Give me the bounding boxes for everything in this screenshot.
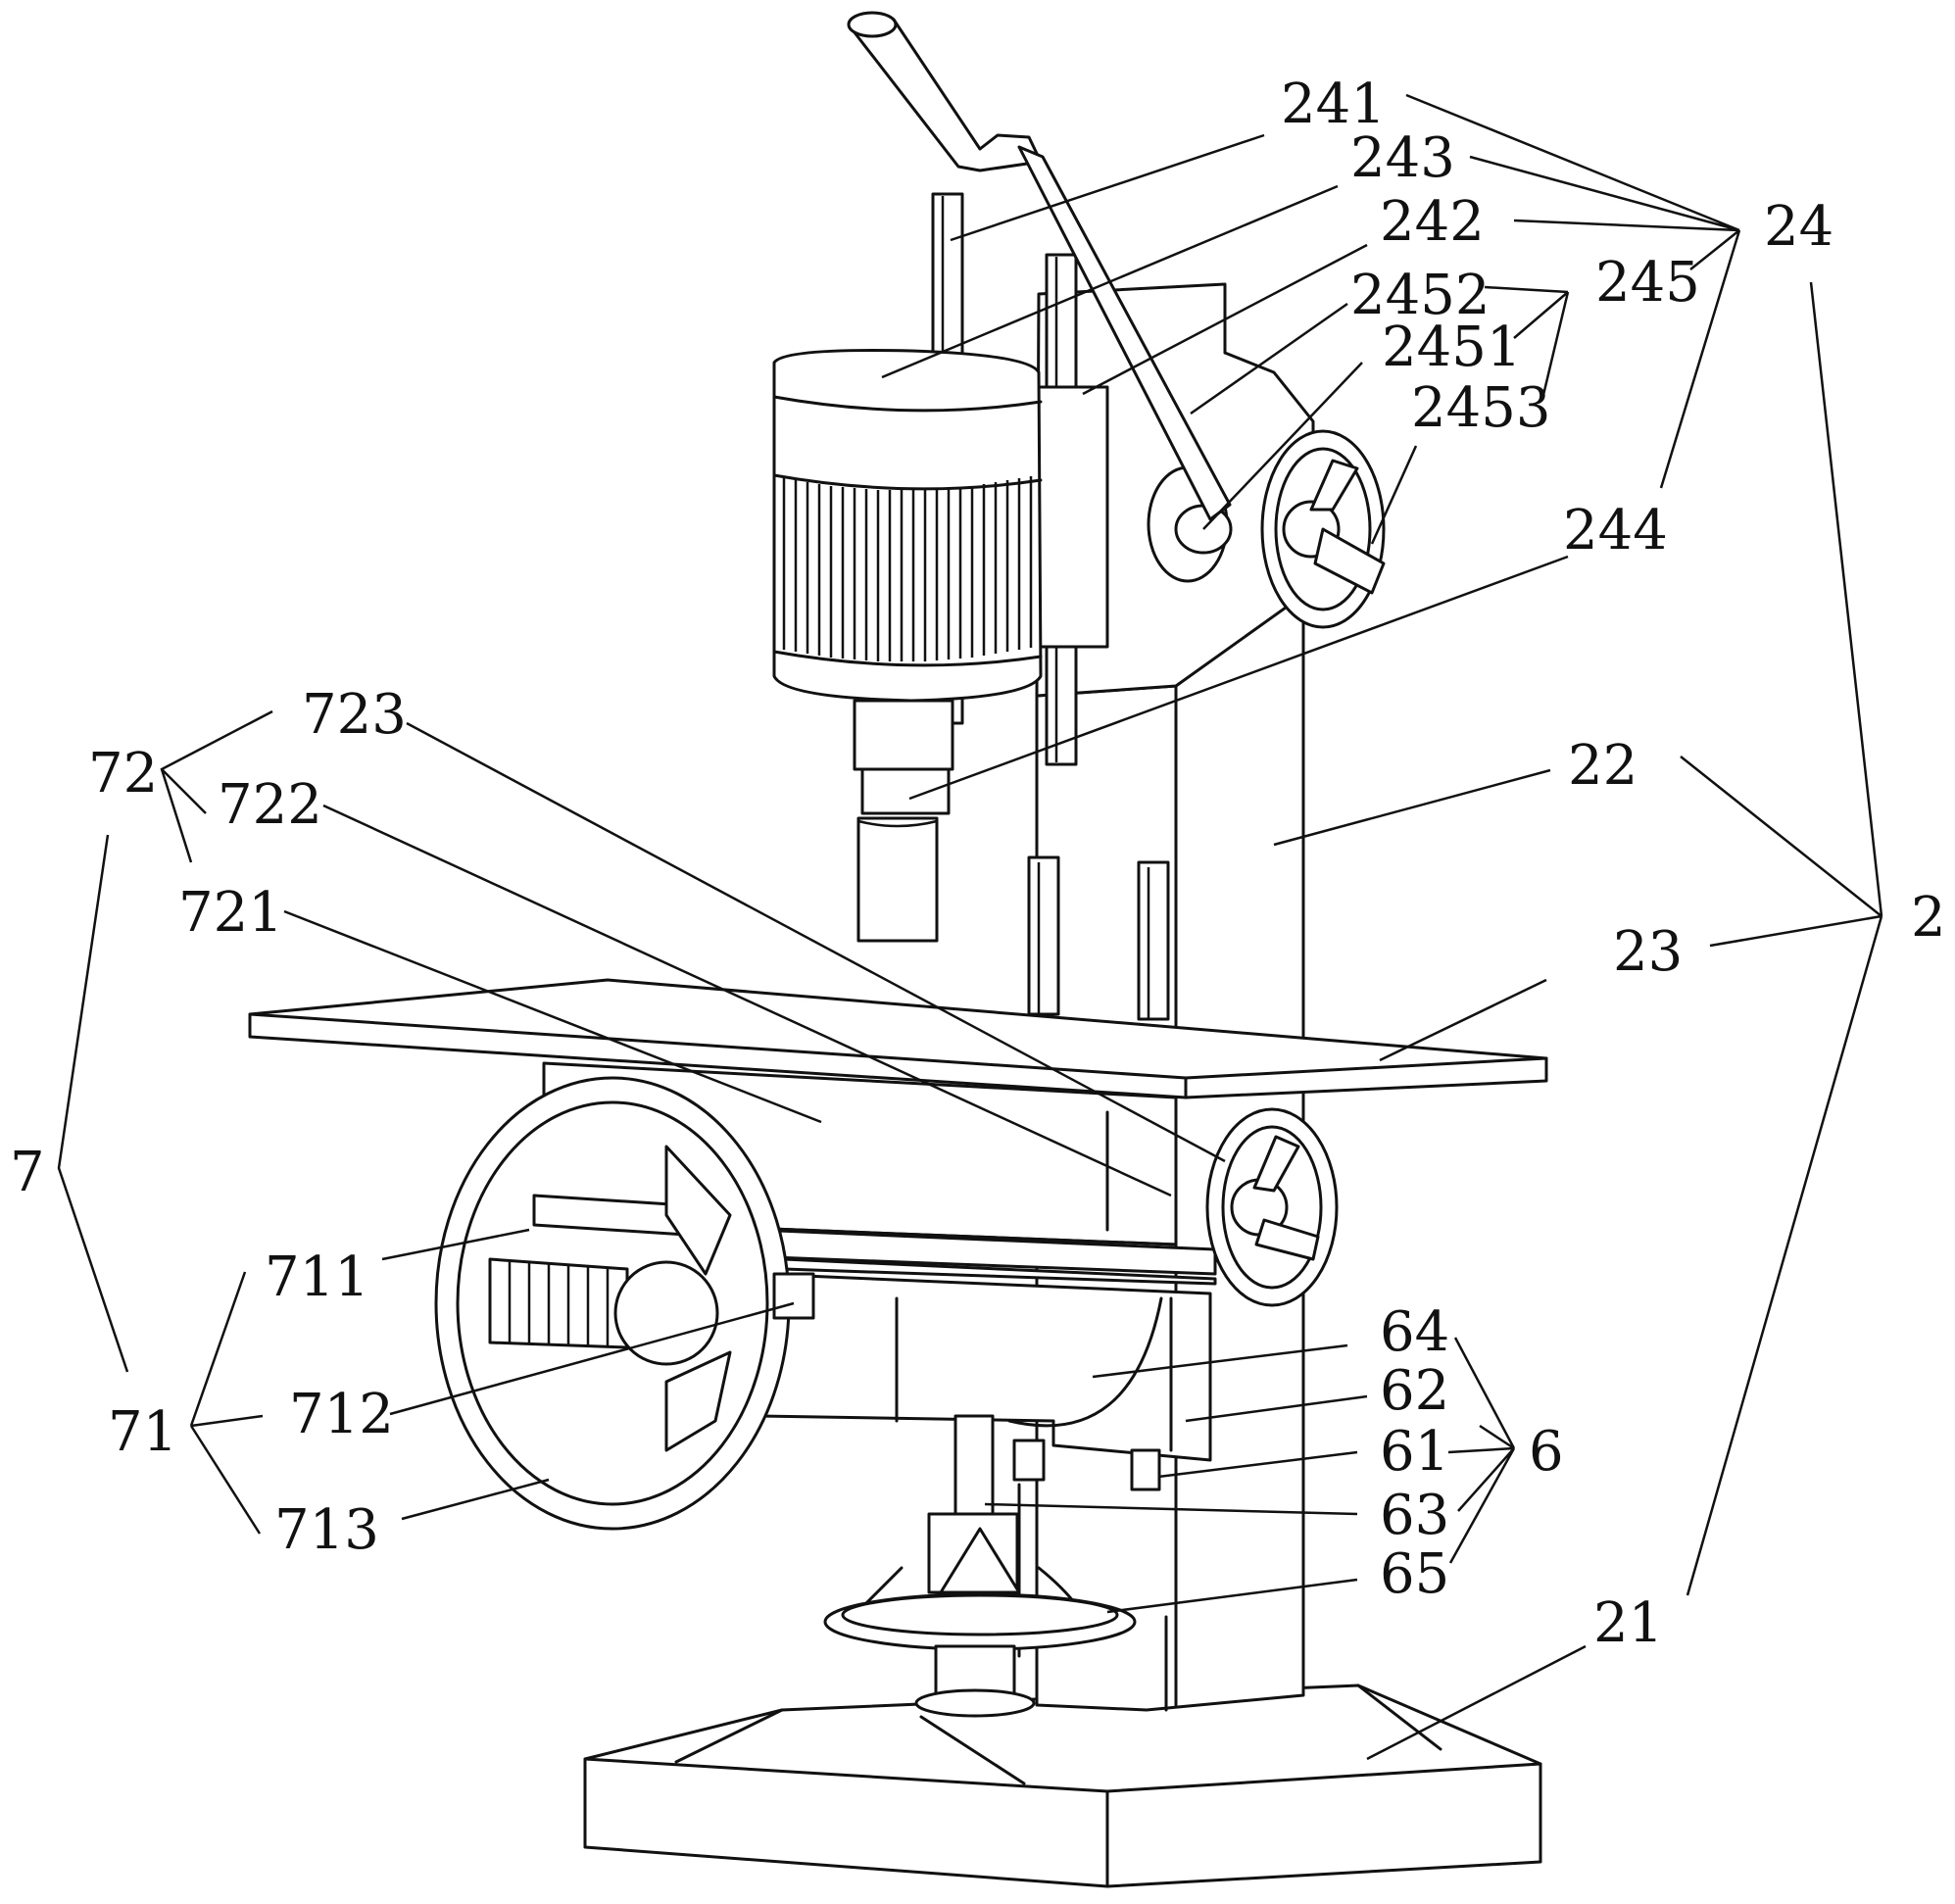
label-7: 7 — [10, 1141, 45, 1204]
label-711: 711 — [265, 1245, 369, 1309]
label-63: 63 — [1380, 1484, 1449, 1547]
head-handwheel — [1260, 429, 1386, 629]
label-2451: 2451 — [1382, 316, 1522, 379]
work-table — [248, 978, 1548, 1099]
label-241: 241 — [1281, 73, 1386, 136]
label-24: 24 — [1764, 195, 1833, 259]
label-713: 713 — [274, 1498, 379, 1562]
label-2452: 2452 — [1350, 264, 1491, 327]
motor-bracket — [1037, 385, 1109, 649]
lift-handwheel — [823, 1512, 1137, 1718]
large-handwheel — [434, 1076, 815, 1531]
label-723: 723 — [302, 683, 407, 747]
spindle-chuck — [853, 699, 954, 943]
label-71: 71 — [108, 1400, 177, 1464]
label-244: 244 — [1563, 499, 1668, 562]
label-62: 62 — [1380, 1359, 1449, 1423]
label-21: 21 — [1593, 1591, 1663, 1655]
label-712: 712 — [289, 1383, 394, 1446]
label-2453: 2453 — [1411, 376, 1551, 440]
motor — [772, 349, 1043, 703]
label-64: 64 — [1380, 1300, 1449, 1364]
label-65: 65 — [1380, 1542, 1449, 1606]
table-handwheel — [1205, 1107, 1339, 1307]
feed-lever — [847, 11, 1232, 521]
label-61: 61 — [1380, 1420, 1449, 1484]
leader-lines — [57, 93, 1883, 1761]
label-722: 722 — [218, 773, 322, 837]
label-245: 245 — [1595, 251, 1700, 315]
label-72: 72 — [88, 742, 158, 806]
label-242: 242 — [1380, 190, 1485, 254]
base-plate — [583, 1684, 1542, 1888]
label-2: 2 — [1911, 886, 1946, 950]
label-22: 22 — [1568, 734, 1637, 798]
label-721: 721 — [178, 881, 283, 945]
label-6: 6 — [1529, 1420, 1564, 1484]
label-23: 23 — [1613, 920, 1683, 984]
label-243: 243 — [1350, 126, 1455, 190]
callout-labels: 241 243 242 24 245 2452 2451 2453 244 72… — [10, 73, 1946, 1655]
